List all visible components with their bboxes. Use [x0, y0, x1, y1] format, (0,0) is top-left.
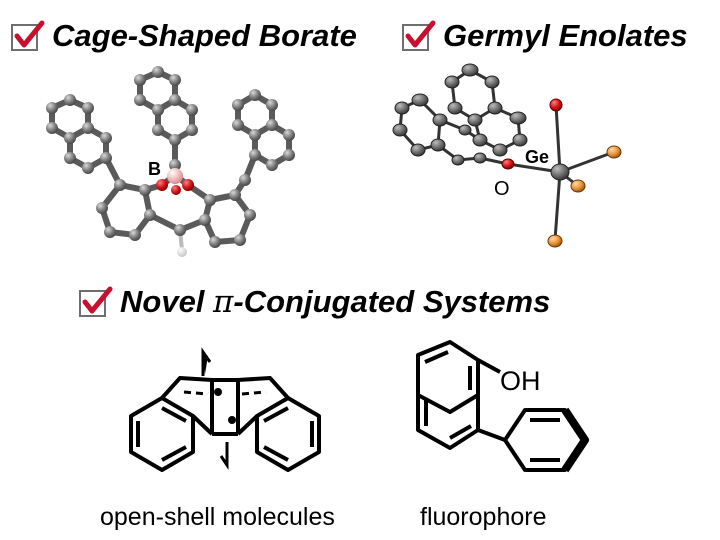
checkbox-checked-icon — [11, 20, 45, 51]
caption-fluorophore: fluorophore — [420, 503, 547, 531]
heading-novel-pi-conjugated: Novel π-Conjugated Systems — [120, 286, 550, 318]
borate-atoms — [46, 66, 295, 257]
checkbox-checked-icon — [79, 286, 113, 317]
heading-novel-suffix: -Conjugated Systems — [233, 284, 551, 319]
caption-open-shell-molecules: open-shell molecules — [100, 503, 335, 531]
fluorophore-structure — [416, 340, 589, 473]
germanium-label: Ge — [525, 147, 549, 167]
germyl-enolate-crystal-structure — [392, 63, 622, 248]
pi-symbol: π — [213, 284, 234, 320]
hydroxyl-label: OH — [500, 366, 541, 396]
heading-cage-shaped-borate: Cage-Shaped Borate — [52, 18, 357, 53]
open-shell-molecule-structure — [129, 376, 321, 472]
checkbox-checked-icon — [402, 20, 436, 51]
boron-label: B — [148, 159, 161, 179]
radical-spin-symbols — [201, 347, 236, 470]
heading-germyl-enolates: Germyl Enolates — [443, 18, 688, 53]
oxygen-label: O — [494, 178, 510, 200]
heading-novel-prefix: Novel — [120, 284, 214, 319]
